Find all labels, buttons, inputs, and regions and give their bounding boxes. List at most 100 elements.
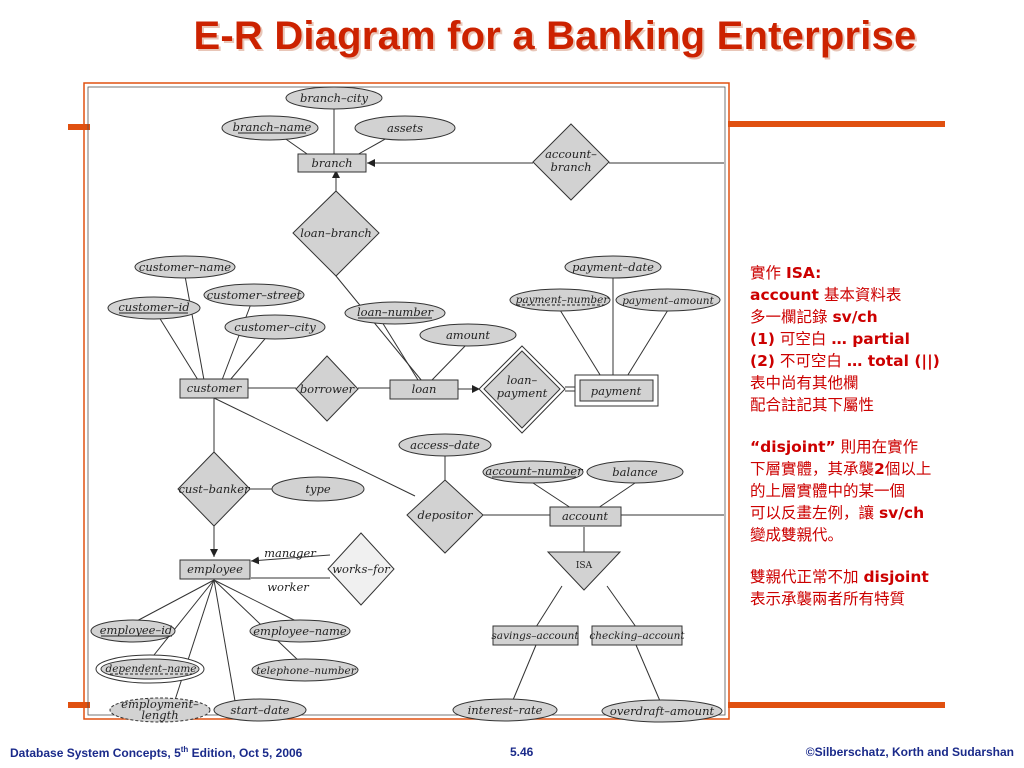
- note-text: … total (||): [846, 352, 940, 370]
- note-text: (2): [750, 352, 775, 370]
- note-line: 多一欄記錄 sv/ch: [750, 306, 1010, 328]
- attr-branch-name: [221, 115, 319, 141]
- label-interest-rate: interest–rate: [468, 703, 543, 717]
- note-line: 配合註記其下屬性: [750, 396, 875, 414]
- label-access-date: access–date: [410, 438, 480, 452]
- attr-customer-street: [203, 283, 305, 307]
- entity-savings-account: [492, 625, 579, 646]
- entity-branch: [297, 153, 367, 173]
- label-account: account: [562, 509, 608, 523]
- note-line: 變成雙親代。: [750, 526, 844, 544]
- entity-checking-account: [591, 625, 683, 646]
- label-employment-length-2: length: [141, 708, 178, 722]
- note-line: 可以反畫左例，讓 sv/ch: [750, 502, 1010, 524]
- note-line: (2) 不可空白 … total (||): [750, 350, 1010, 372]
- label-payment-amount: payment–amount: [622, 295, 714, 307]
- note-line: 的上層實體中的某一個: [750, 482, 906, 500]
- label-isa: ISA: [576, 561, 593, 571]
- attr-customer-city: [224, 314, 326, 340]
- note-text: 實作: [750, 264, 786, 282]
- label-loan-branch: loan–branch: [300, 226, 372, 240]
- label-account-branch-1: account–: [545, 147, 597, 161]
- footer-sup: th: [180, 745, 189, 754]
- note-text: account: [750, 286, 819, 304]
- note-text: 基本資料表: [818, 286, 902, 304]
- attr-branch-city: [285, 86, 383, 110]
- label-start-date: start–date: [231, 703, 290, 717]
- left-rule-bottom: [68, 702, 90, 708]
- attr-employment-length: [109, 697, 211, 723]
- attr-employee-name: [249, 619, 351, 643]
- note-text: 個以上: [884, 460, 932, 478]
- note-line: 雙親代正常不加 disjoint: [750, 566, 1010, 588]
- note-line: 表示承襲兩者所有特質: [750, 590, 906, 608]
- label-branch-city: branch–city: [300, 91, 368, 105]
- label-loan-payment-2: payment: [497, 386, 548, 400]
- relationship-loan-payment: [483, 350, 561, 429]
- label-balance: balance: [612, 465, 658, 479]
- attr-customer-id: [107, 296, 201, 320]
- connector-lines: [132, 108, 724, 702]
- note-spacer: [750, 416, 1010, 436]
- footer-left: Database System Concepts, 5th Edition, O…: [10, 745, 302, 760]
- right-rule-top: [728, 121, 945, 127]
- note-line: account 基本資料表: [750, 284, 1010, 306]
- label-works-for: works–for: [332, 562, 391, 576]
- slide-title: E-R Diagram for a Banking Enterprise: [193, 14, 917, 58]
- attr-customer-name: [134, 255, 236, 279]
- label-savings-account: savings–account: [491, 630, 579, 642]
- label-telephone-number: telephone–number: [256, 665, 356, 677]
- note-line: 下層實體，其承襲2個以上: [750, 458, 1010, 480]
- role-manager: manager: [264, 546, 317, 560]
- notes-panel: 實作 ISA: account 基本資料表 多一欄記錄 sv/ch (1) 可空…: [750, 262, 1010, 610]
- note-text: sv/ch: [878, 504, 925, 522]
- footer-text: Database System Concepts, 5: [10, 746, 181, 760]
- note-spacer: [750, 546, 1010, 566]
- note-line: “disjoint” 則用在實作: [750, 436, 1010, 458]
- entity-employee: [179, 559, 251, 580]
- label-loan-number: loan–number: [357, 305, 434, 319]
- note-text: 下層實體，其承襲: [750, 460, 875, 478]
- label-employee-name: employee–name: [253, 624, 347, 638]
- label-dependent-name: dependent–name: [106, 663, 197, 675]
- note-text: “disjoint”: [750, 438, 836, 456]
- label-account-branch-2: branch: [551, 160, 592, 174]
- label-checking-account: checking–account: [589, 630, 685, 642]
- attr-type: [271, 476, 365, 502]
- relationship-works-for: [327, 532, 395, 606]
- key-underlines: [101, 132, 607, 675]
- entity-account: [549, 506, 622, 527]
- note-text: disjoint: [863, 568, 929, 586]
- footer-copyright: ©Silberschatz, Korth and Sudarshan: [805, 745, 1014, 759]
- right-rule-bottom: [728, 702, 945, 708]
- attr-balance: [586, 460, 684, 484]
- attr-access-date: [398, 433, 492, 457]
- label-payment: payment: [591, 384, 642, 398]
- relationship-account-branch: [532, 123, 610, 201]
- diagram-frame-inner: [87, 86, 726, 716]
- label-branch: branch: [312, 156, 353, 170]
- note-line: 表中尚有其他欄: [750, 374, 859, 392]
- footer-text: Edition, Oct 5, 2006: [188, 746, 303, 760]
- note-text: 雙親代正常不加: [750, 568, 864, 586]
- label-customer-id: customer–id: [118, 300, 189, 314]
- entity-payment: [579, 379, 654, 402]
- label-customer-name: customer–name: [139, 260, 231, 274]
- note-text: 2: [874, 460, 885, 478]
- attr-interest-rate: [452, 698, 558, 722]
- attr-overdraft-amount: [601, 699, 723, 723]
- note-text: 則用在實作: [835, 438, 919, 456]
- label-payment-number: payment–number: [516, 294, 610, 306]
- label-customer-city: customer–city: [234, 320, 316, 334]
- isa-triangle: [546, 551, 622, 591]
- label-employee-id: employee–id: [100, 623, 173, 637]
- attr-payment-date: [564, 255, 662, 279]
- attr-account-number: [482, 460, 584, 484]
- attr-payment-number: [509, 288, 611, 312]
- label-assets: assets: [387, 121, 423, 135]
- entity-loan: [389, 379, 459, 400]
- label-depositor: depositor: [417, 508, 474, 522]
- label-cust-banker: cust–banker: [178, 482, 251, 496]
- note-text: 可以反畫左例，讓: [750, 504, 879, 522]
- note-text: (1): [750, 330, 775, 348]
